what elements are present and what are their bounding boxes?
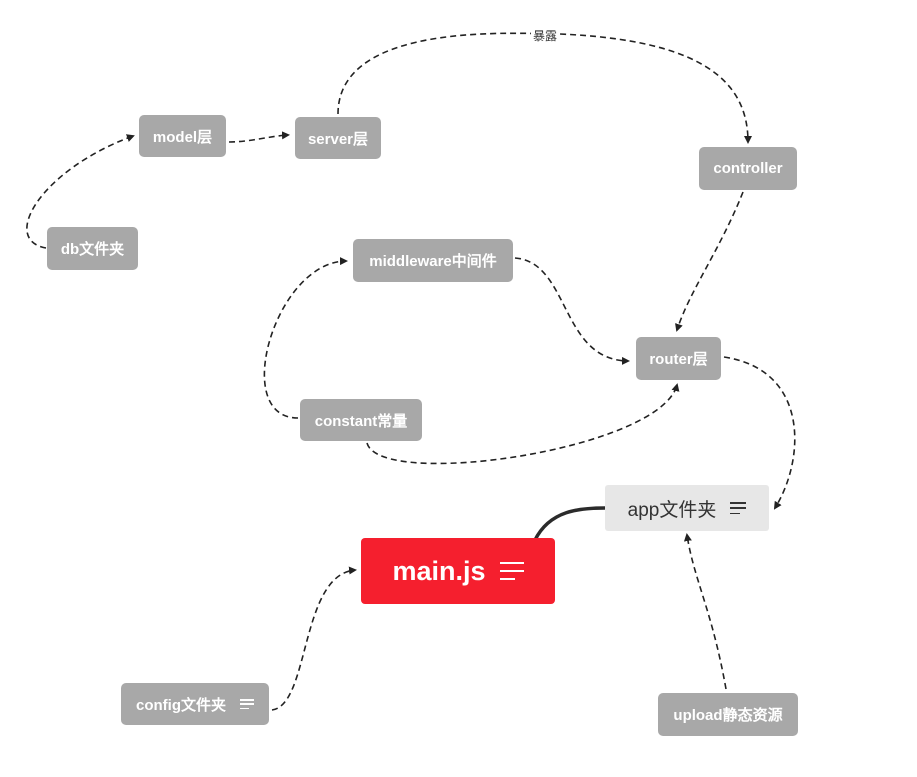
- edge-router-to-app: [723, 356, 796, 510]
- node-upload[interactable]: upload静态资源: [658, 693, 798, 736]
- node-constant[interactable]: constant常量: [300, 399, 422, 441]
- node-server-label: server层: [307, 130, 369, 148]
- node-server[interactable]: server层: [295, 117, 381, 159]
- node-router-label: router层: [649, 351, 708, 368]
- edge-constant-to-router: [366, 383, 680, 465]
- edge-upload-to-app: [683, 533, 727, 690]
- node-config-label: config文件夹: [136, 696, 226, 714]
- edge-controller-to-router: [675, 191, 744, 332]
- node-middleware[interactable]: middleware中间件: [353, 239, 513, 282]
- node-main[interactable]: main.js: [361, 538, 555, 604]
- edge-server-to-controller: [337, 32, 752, 144]
- node-model[interactable]: model层: [139, 115, 226, 157]
- node-model-label: model层: [152, 128, 213, 146]
- edge-config-to-main: [271, 566, 357, 711]
- edge-constant-to-middleware: [263, 257, 348, 419]
- node-app[interactable]: app文件夹: [605, 485, 769, 531]
- notes-icon: [730, 502, 747, 514]
- edge-model-to-server: [228, 131, 290, 143]
- node-router[interactable]: router层: [636, 337, 721, 380]
- node-config[interactable]: config文件夹: [121, 683, 269, 725]
- node-db[interactable]: db文件夹: [47, 227, 138, 270]
- node-controller-label: controller: [713, 160, 783, 177]
- node-app-label: app文件夹: [627, 499, 717, 521]
- edge-middleware-to-router: [514, 257, 630, 365]
- notes-icon: [240, 699, 254, 709]
- node-middleware-label: middleware中间件: [369, 253, 497, 270]
- node-constant-label: constant常量: [314, 412, 408, 430]
- node-db-label: db文件夹: [60, 241, 125, 258]
- node-main-label: main.js: [392, 555, 486, 586]
- notes-icon: [499, 562, 524, 580]
- node-upload-label: upload静态资源: [673, 707, 783, 724]
- edge-label-expose: 暴露: [531, 27, 560, 44]
- edge-db-to-model: [26, 134, 135, 249]
- edge-main-to-app: [533, 506, 606, 541]
- node-controller[interactable]: controller: [699, 147, 797, 190]
